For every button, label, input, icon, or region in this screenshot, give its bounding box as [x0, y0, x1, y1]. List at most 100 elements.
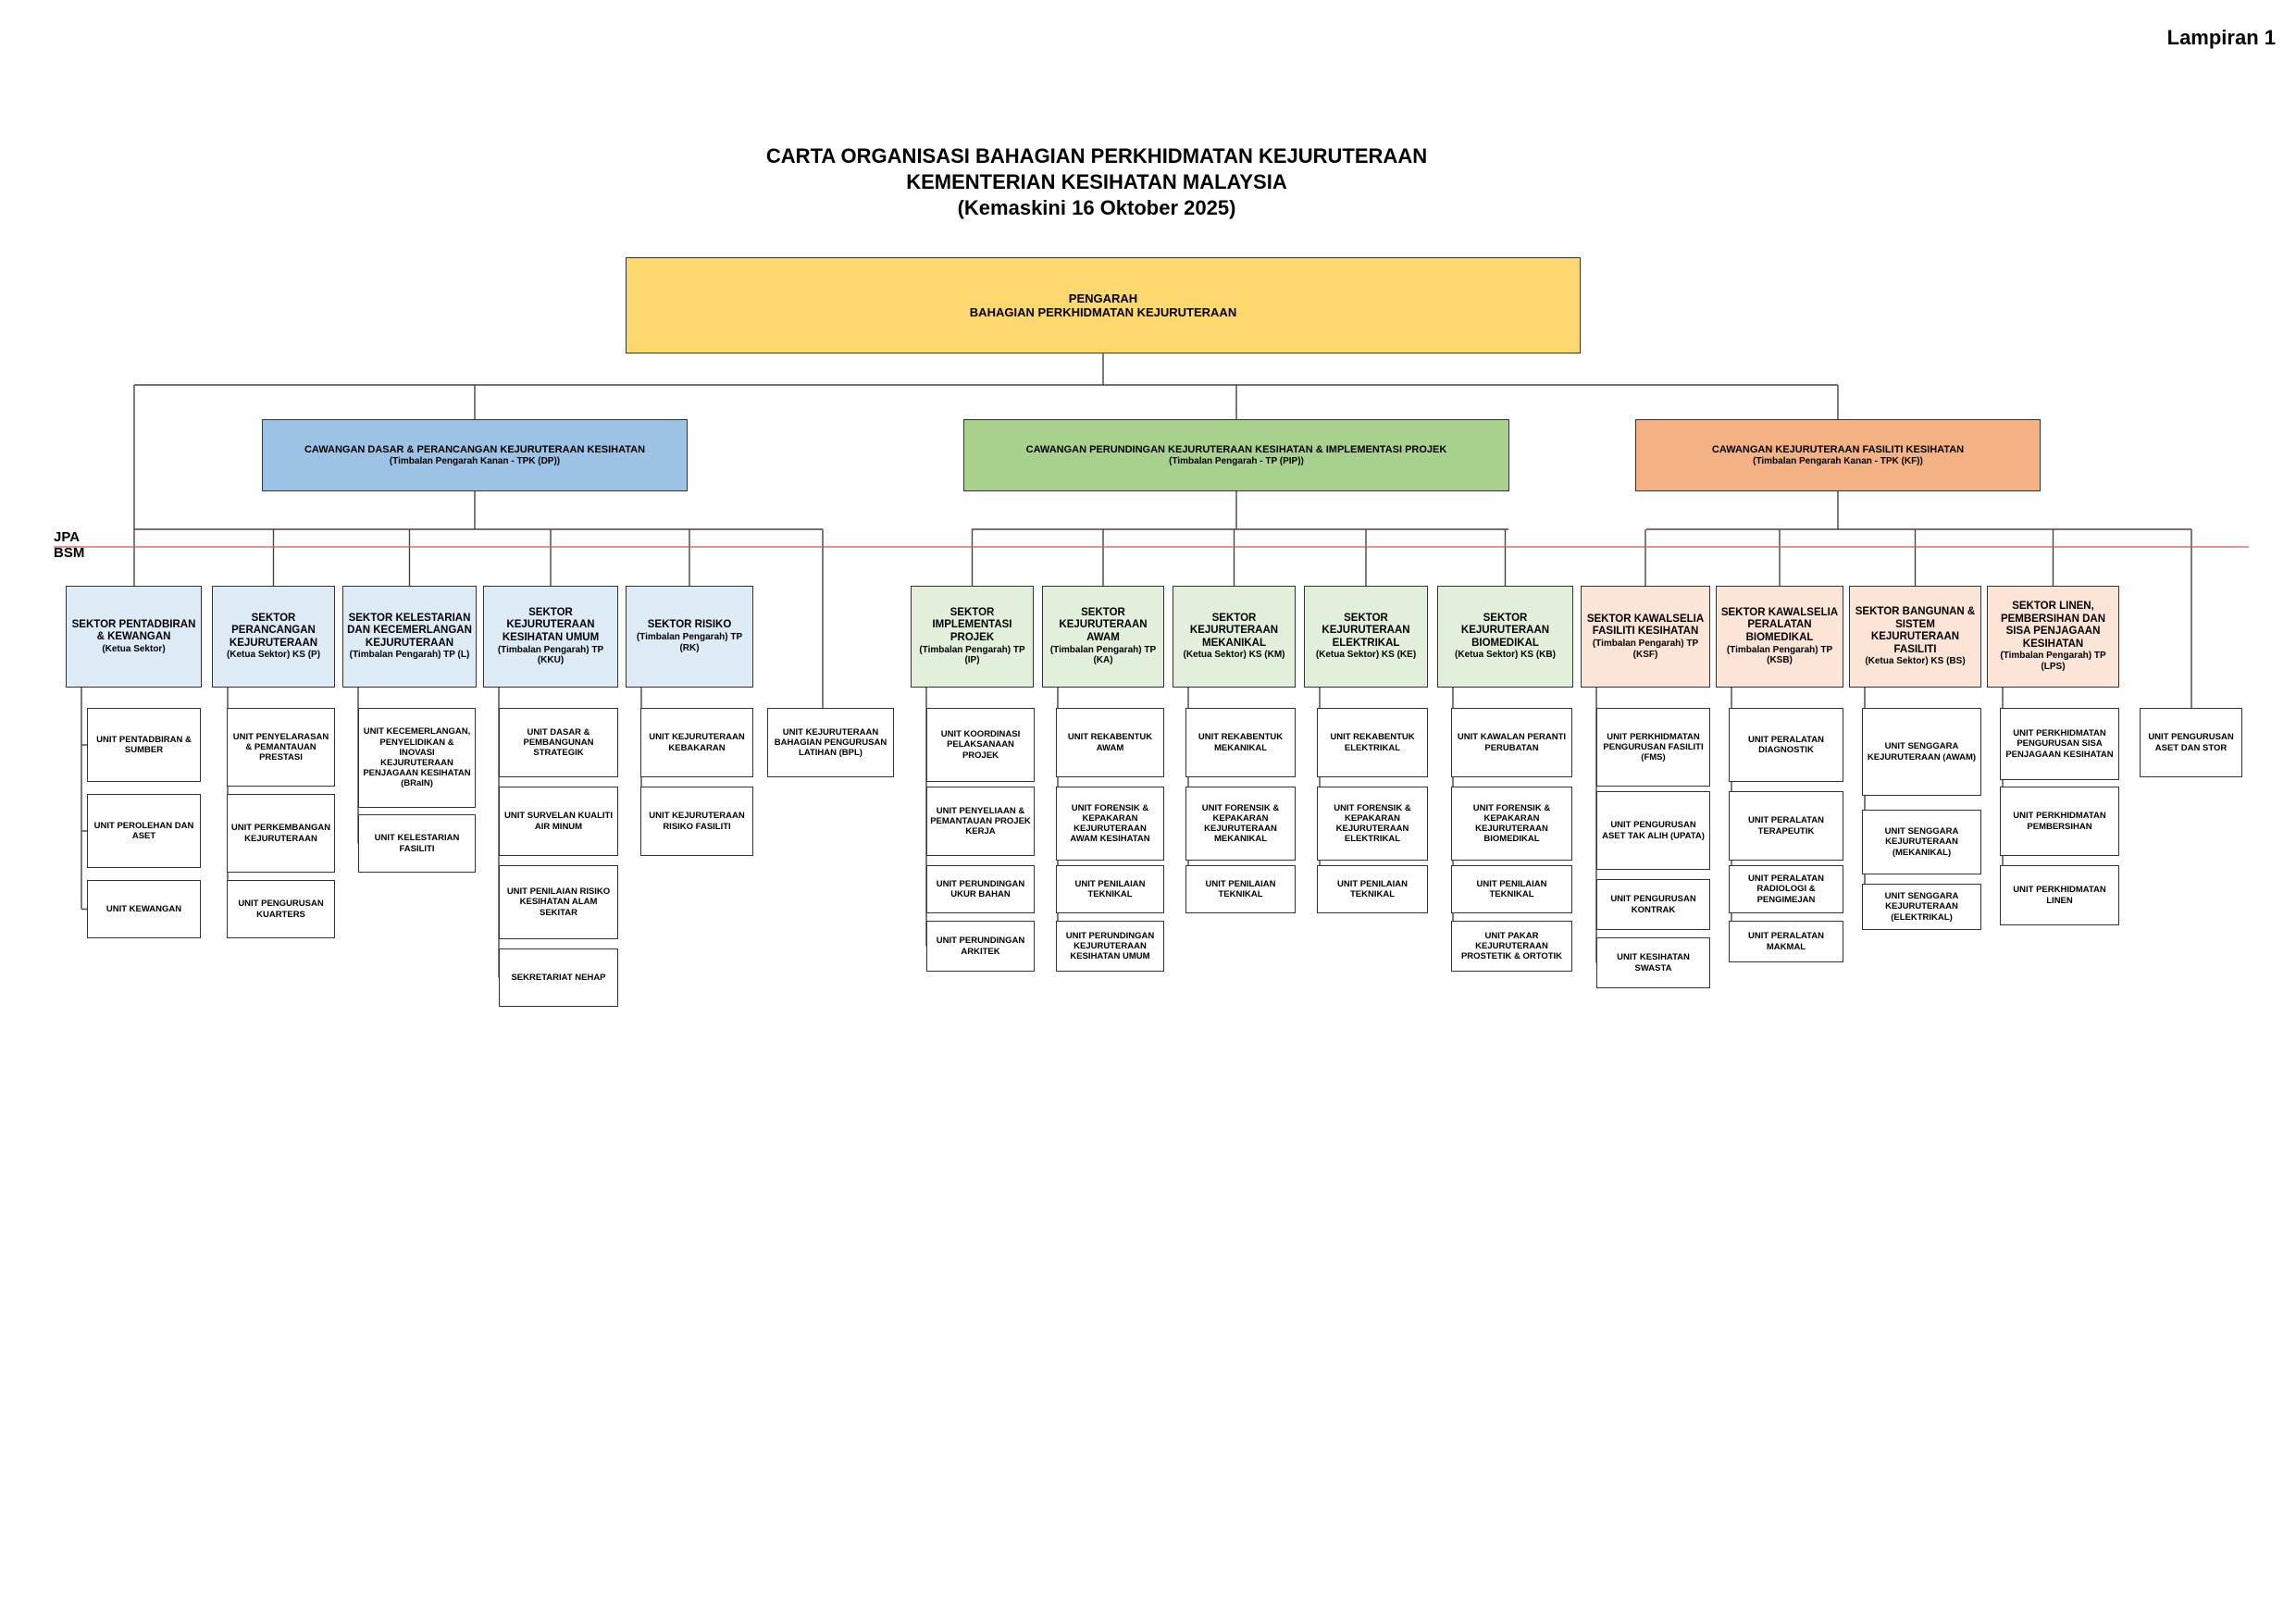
branch-subtitle: (Timbalan Pengarah Kanan - TPK (DP)) [389, 455, 561, 466]
unit-label: UNIT KECEMERLANGAN, PENYELIDIKAN & INOVA… [363, 726, 471, 789]
title-line-2: KEMENTERIAN KESIHATAN MALAYSIA [906, 170, 1287, 193]
unit-label: UNIT FORENSIK & KEPAKARAN KEJURUTERAAN E… [1334, 802, 1411, 845]
director-division: BAHAGIAN PERKHIDMATAN KEJURUTERAAN [969, 305, 1237, 319]
sector-title: SEKTOR KEJURUTERAAN KESIHATAN UMUM [502, 606, 600, 643]
unit-label: UNIT PERKHIDMATAN PEMBERSIHAN [2013, 811, 2106, 832]
unit-label: UNIT REKABENTUK AWAM [1067, 732, 1153, 753]
sector-title: SEKTOR KELESTARIAN DAN KECEMERLANGAN KEJ… [347, 612, 472, 649]
branch-box-3: CAWANGAN KEJURUTERAAN FASILITI KESIHATAN… [1635, 419, 2041, 491]
sector-box-10: SEKTOR KEJURUTERAAN BIOMEDIKAL(Ketua Sek… [1437, 586, 1573, 688]
sector-box-7: SEKTOR KEJURUTERAAN AWAM(Timbalan Pengar… [1042, 586, 1164, 688]
unit-box: SEKRETARIAT NEHAP [499, 948, 618, 1007]
unit-box: UNIT PENILAIAN TEKNIKAL [1185, 865, 1296, 913]
branch-title: CAWANGAN KEJURUTERAAN FASILITI KESIHATAN [1711, 443, 1965, 455]
unit-label: UNIT KEJURUTERAAN KEBAKARAN [649, 732, 745, 753]
branch-title: CAWANGAN PERUNDINGAN KEJURUTERAAN KESIHA… [1025, 443, 1447, 455]
director-title: PENGARAH [1068, 291, 1138, 305]
sector-subtitle: (Ketua Sektor) [102, 643, 166, 654]
unit-box: UNIT REKABENTUK AWAM [1056, 708, 1164, 777]
sector-box-14: SEKTOR LINEN, PEMBERSIHAN DAN SISA PENJA… [1987, 586, 2119, 688]
unit-box: UNIT KECEMERLANGAN, PENYELIDIKAN & INOVA… [358, 708, 476, 808]
unit-box: UNIT KEWANGAN [87, 880, 201, 938]
title-line-1: CARTA ORGANISASI BAHAGIAN PERKHIDMATAN K… [765, 144, 1428, 167]
unit-label: UNIT REKABENTUK MEKANIKAL [1198, 732, 1284, 753]
unit-box: UNIT PERKEMBANGAN KEJURUTERAAN [227, 794, 335, 873]
unit-box: UNIT PEROLEHAN DAN ASET [87, 794, 201, 868]
unit-label: UNIT PERKHIDMATAN PENGURUSAN FASILITI (F… [1603, 731, 1704, 763]
unit-label: UNIT SURVELAN KUALITI AIR MINUM [504, 811, 613, 832]
unit-box: UNIT FORENSIK & KEPAKARAN KEJURUTERAAN M… [1185, 787, 1296, 861]
unit-label: UNIT DASAR & PEMBANGUNAN STRATEGIK [523, 726, 594, 759]
sector-subtitle: (Timbalan Pengarah) TP (RK) [636, 631, 743, 653]
unit-label: UNIT FORENSIK & KEPAKARAN KEJURUTERAAN M… [1201, 802, 1280, 845]
unit-box: UNIT PAKAR KEJURUTERAAN PROSTETIK & ORTO… [1451, 921, 1572, 972]
unit-box: UNIT KEJURUTERAAN KEBAKARAN [640, 708, 753, 777]
sector-title: SEKTOR KAWALSELIA FASILITI KESIHATAN [1586, 613, 1705, 638]
unit-box: UNIT PENGURUSAN KUARTERS [227, 880, 335, 938]
sector-title: SEKTOR KAWALSELIA PERALATAN BIOMEDIKAL [1720, 606, 1839, 643]
unit-label: UNIT KESIHATAN SWASTA [1617, 952, 1690, 973]
unit-box-stor: UNIT PENGURUSAN ASET DAN STOR [2140, 708, 2242, 777]
unit-label: UNIT PERUNDINGAN UKUR BAHAN [936, 878, 1025, 899]
sector-title: SEKTOR LINEN, PEMBERSIHAN DAN SISA PENJA… [2000, 601, 2106, 650]
sector-title: SEKTOR KEJURUTERAAN BIOMEDIKAL [1460, 612, 1550, 649]
unit-label: UNIT PENGURUSAN ASET DAN STOR [2148, 732, 2234, 753]
sector-title: SEKTOR IMPLEMENTASI PROJEK [932, 606, 1012, 643]
unit-label: UNIT PENGURUSAN KONTRAK [1610, 894, 1696, 915]
sector-subtitle: (Ketua Sektor) KS (KB) [1455, 650, 1556, 661]
unit-box: UNIT REKABENTUK MEKANIKAL [1185, 708, 1296, 777]
sector-box-8: SEKTOR KEJURUTERAAN MEKANIKAL(Ketua Sekt… [1173, 586, 1296, 688]
unit-label: UNIT SENGGARA KEJURUTERAAN (ELEKTRIKAL) [1884, 891, 1959, 923]
sector-title: SEKTOR RISIKO [647, 619, 732, 631]
unit-label: UNIT PEROLEHAN DAN ASET [93, 820, 194, 841]
branch-box-1: CAWANGAN DASAR & PERANCANGAN KEJURUTERAA… [262, 419, 688, 491]
unit-label: UNIT KOORDINASI PELAKSANAAN PROJEK [940, 729, 1021, 761]
unit-box: UNIT PENYELARASAN & PEMANTAUAN PRESTASI [227, 708, 335, 787]
unit-box: UNIT PERUNDINGAN KEJURUTERAAN KESIHATAN … [1056, 921, 1164, 972]
sector-box-13: SEKTOR BANGUNAN & SISTEM KEJURUTERAAN FA… [1849, 586, 1981, 688]
unit-box: UNIT KAWALAN PERANTI PERUBATAN [1451, 708, 1572, 777]
unit-label: UNIT PERUNDINGAN KEJURUTERAAN KESIHATAN … [1065, 930, 1155, 962]
unit-box: UNIT FORENSIK & KEPAKARAN KEJURUTERAAN B… [1451, 787, 1572, 861]
unit-box: UNIT FORENSIK & KEPAKARAN KEJURUTERAAN E… [1317, 787, 1428, 861]
sector-subtitle: (Timbalan Pengarah) TP (KSF) [1592, 638, 1699, 660]
unit-box: UNIT SENGGARA KEJURUTERAAN (AWAM) [1862, 708, 1981, 796]
unit-box: UNIT FORENSIK & KEPAKARAN KEJURUTERAAN A… [1056, 787, 1164, 861]
unit-label: UNIT PERALATAN DIAGNOSTIK [1748, 734, 1824, 755]
unit-label: UNIT PENILAIAN TEKNIKAL [1337, 878, 1408, 899]
unit-label: UNIT PENGURUSAN KUARTERS [238, 899, 324, 920]
sector-box-2: SEKTOR PERANCANGAN KEJURUTERAAN(Ketua Se… [212, 586, 335, 688]
branch-title: CAWANGAN DASAR & PERANCANGAN KEJURUTERAA… [304, 443, 646, 455]
unit-box-bpl: UNIT KEJURUTERAAN BAHAGIAN PENGURUSAN LA… [767, 708, 894, 777]
unit-box: UNIT PERALATAN MAKMAL [1729, 921, 1843, 962]
jpa-bsm-label: JPA BSM [54, 529, 84, 561]
sector-box-1: SEKTOR PENTADBIRAN & KEWANGAN(Ketua Sekt… [66, 586, 202, 688]
unit-box: UNIT SURVELAN KUALITI AIR MINUM [499, 787, 618, 856]
unit-label: SEKRETARIAT NEHAP [511, 972, 606, 983]
unit-label: UNIT PENGURUSAN ASET TAK ALIH (UPATA) [1602, 820, 1705, 841]
sector-box-9: SEKTOR KEJURUTERAAN ELEKTRIKAL(Ketua Sek… [1304, 586, 1428, 688]
unit-label: UNIT KEJURUTERAAN BAHAGIAN PENGURUSAN LA… [774, 726, 887, 759]
sector-subtitle: (Timbalan Pengarah) TP (KSB) [1726, 644, 1833, 666]
sector-box-4: SEKTOR KEJURUTERAAN KESIHATAN UMUM(Timba… [483, 586, 618, 688]
sector-box-6: SEKTOR IMPLEMENTASI PROJEK(Timbalan Peng… [911, 586, 1034, 688]
unit-box: UNIT PENGURUSAN ASET TAK ALIH (UPATA) [1596, 791, 1710, 870]
unit-box: UNIT PERUNDINGAN ARKITEK [926, 921, 1035, 972]
unit-box: UNIT PERALATAN DIAGNOSTIK [1729, 708, 1843, 782]
sector-box-12: SEKTOR KAWALSELIA PERALATAN BIOMEDIKAL(T… [1716, 586, 1843, 688]
unit-box: UNIT KELESTARIAN FASILITI [358, 814, 476, 873]
unit-box: UNIT PENYELIAAN & PEMANTAUAN PROJEK KERJ… [926, 787, 1035, 856]
sector-box-3: SEKTOR KELESTARIAN DAN KECEMERLANGAN KEJ… [342, 586, 477, 688]
unit-label: UNIT PERALATAN MAKMAL [1748, 931, 1824, 952]
unit-box: UNIT PERKHIDMATAN PEMBERSIHAN [2000, 787, 2119, 856]
bsm-label: BSM [54, 545, 85, 561]
title-line-3: (Kemaskini 16 Oktober 2025) [957, 196, 1236, 219]
branch-subtitle: (Timbalan Pengarah Kanan - TPK (KF)) [1753, 455, 1923, 466]
unit-box: UNIT PENTADBIRAN & SUMBER [87, 708, 201, 782]
sector-title: SEKTOR KEJURUTERAAN ELEKTRIKAL [1322, 612, 1410, 649]
sector-subtitle: (Timbalan Pengarah) TP (KKU) [497, 644, 604, 666]
unit-label: UNIT SENGGARA KEJURUTERAAN (AWAM) [1867, 741, 1977, 762]
unit-box: UNIT KOORDINASI PELAKSANAAN PROJEK [926, 708, 1035, 782]
sector-box-11: SEKTOR KAWALSELIA FASILITI KESIHATAN(Tim… [1581, 586, 1710, 688]
